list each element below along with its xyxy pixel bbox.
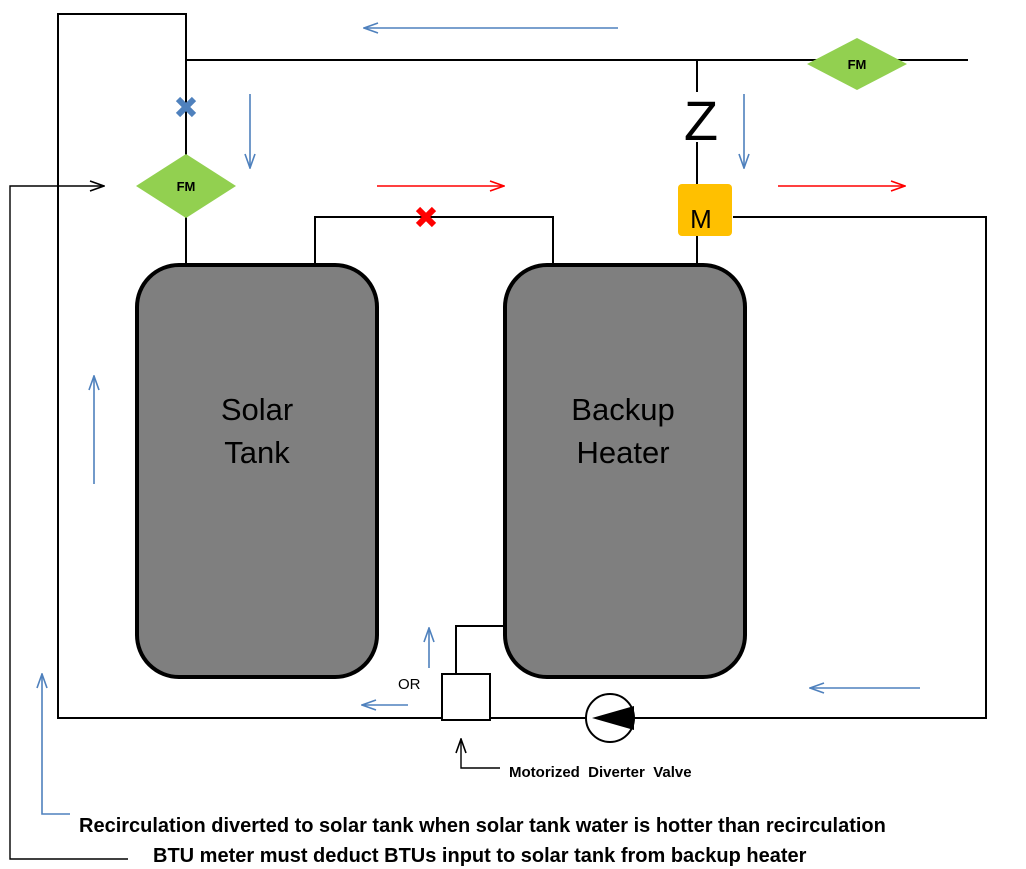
pipes: [57, 13, 987, 719]
check-valve-z: Z: [680, 89, 718, 152]
motorized-valve-m: M: [678, 184, 732, 236]
or-label: OR: [398, 676, 421, 693]
motorized-valve-label: M: [690, 204, 712, 234]
backup-heater-label-line1: Backup: [571, 392, 674, 427]
blue-flow-arrows: [42, 28, 920, 815]
backup-heater-label-line2: Heater: [576, 435, 669, 470]
blue-x-marker: [175, 96, 197, 118]
diverter-valve: [441, 673, 491, 721]
diverter-pointer-arrow: [461, 739, 500, 769]
caption-btu-meter: BTU meter must deduct BTUs input to sola…: [153, 845, 807, 867]
crossover-pipe: [314, 216, 554, 265]
flow-meter-top-right: FM: [807, 38, 907, 90]
caption-arrow-recirculation: [42, 674, 70, 815]
recirculation-pump: [585, 693, 635, 743]
return-pipe-bottom: [490, 216, 987, 719]
solar-tank-label-line1: Solar: [221, 392, 293, 427]
red-x-marker: [415, 206, 437, 228]
backup-heater: Backup Heater: [503, 263, 747, 679]
diverter-branch-pipe: [455, 625, 505, 674]
flow-meter-left-label: FM: [177, 179, 196, 194]
recirculation-loop-pipe: [57, 13, 442, 719]
diverter-valve-label: Motorized Diverter Valve: [509, 764, 692, 781]
solar-tank: Solar Tank: [135, 263, 379, 679]
flow-meter-top-right-label: FM: [848, 57, 867, 72]
solar-tank-label-line2: Tank: [224, 435, 290, 470]
caption-arrow-btu: [9, 186, 128, 860]
check-valve-label: Z: [684, 89, 718, 152]
flow-meter-left: FM: [136, 154, 236, 218]
caption-recirculation: Recirculation diverted to solar tank whe…: [79, 815, 886, 837]
